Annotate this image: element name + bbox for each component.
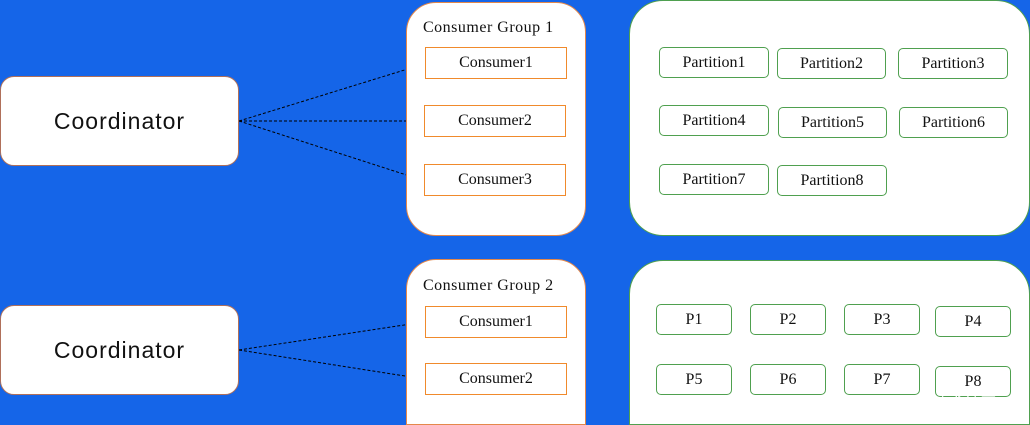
arrow-coordinator1-consumer3 [238,120,423,182]
partition-1: Partition1 [659,47,769,78]
partition-p8: P8 [935,366,1011,397]
consumer-group-2 [406,259,586,425]
partition-6: Partition6 [899,107,1008,138]
consumer-1-bottom: Consumer1 [425,306,567,338]
partition-p7: P7 [844,364,920,395]
partition-p2: P2 [750,304,826,335]
partition-2: Partition2 [777,48,886,79]
partition-p1: P1 [656,304,732,335]
partition-7: Partition7 [659,164,769,195]
partition-4: Partition4 [659,105,769,136]
partition-8: Partition8 [777,165,887,196]
coordinator-top: Coordinator [0,76,239,166]
consumer-group-2-title: Consumer Group 2 [423,277,554,294]
partition-p3: P3 [844,304,920,335]
watermark-text: @稀土掘金技术社区 [852,396,997,413]
partition-p6: P6 [750,364,826,395]
partition-5: Partition5 [778,107,887,138]
consumer-group-1-title: Consumer Group 1 [423,19,554,36]
coordinator-bottom: Coordinator [0,305,239,395]
partition-container-bottom [629,260,1030,425]
partition-3: Partition3 [898,48,1008,79]
arrow-coordinator2-consumer2 [238,349,425,382]
consumer-1-top: Consumer1 [425,47,567,79]
consumer-3-top: Consumer3 [424,164,566,196]
arrow-coordinator2-consumer1 [238,319,425,351]
partition-p5: P5 [656,364,732,395]
consumer-2-top: Consumer2 [424,105,566,137]
partition-p4: P4 [935,306,1011,337]
consumer-2-bottom: Consumer2 [425,363,567,395]
arrow-coordinator1-consumer1 [238,62,425,122]
